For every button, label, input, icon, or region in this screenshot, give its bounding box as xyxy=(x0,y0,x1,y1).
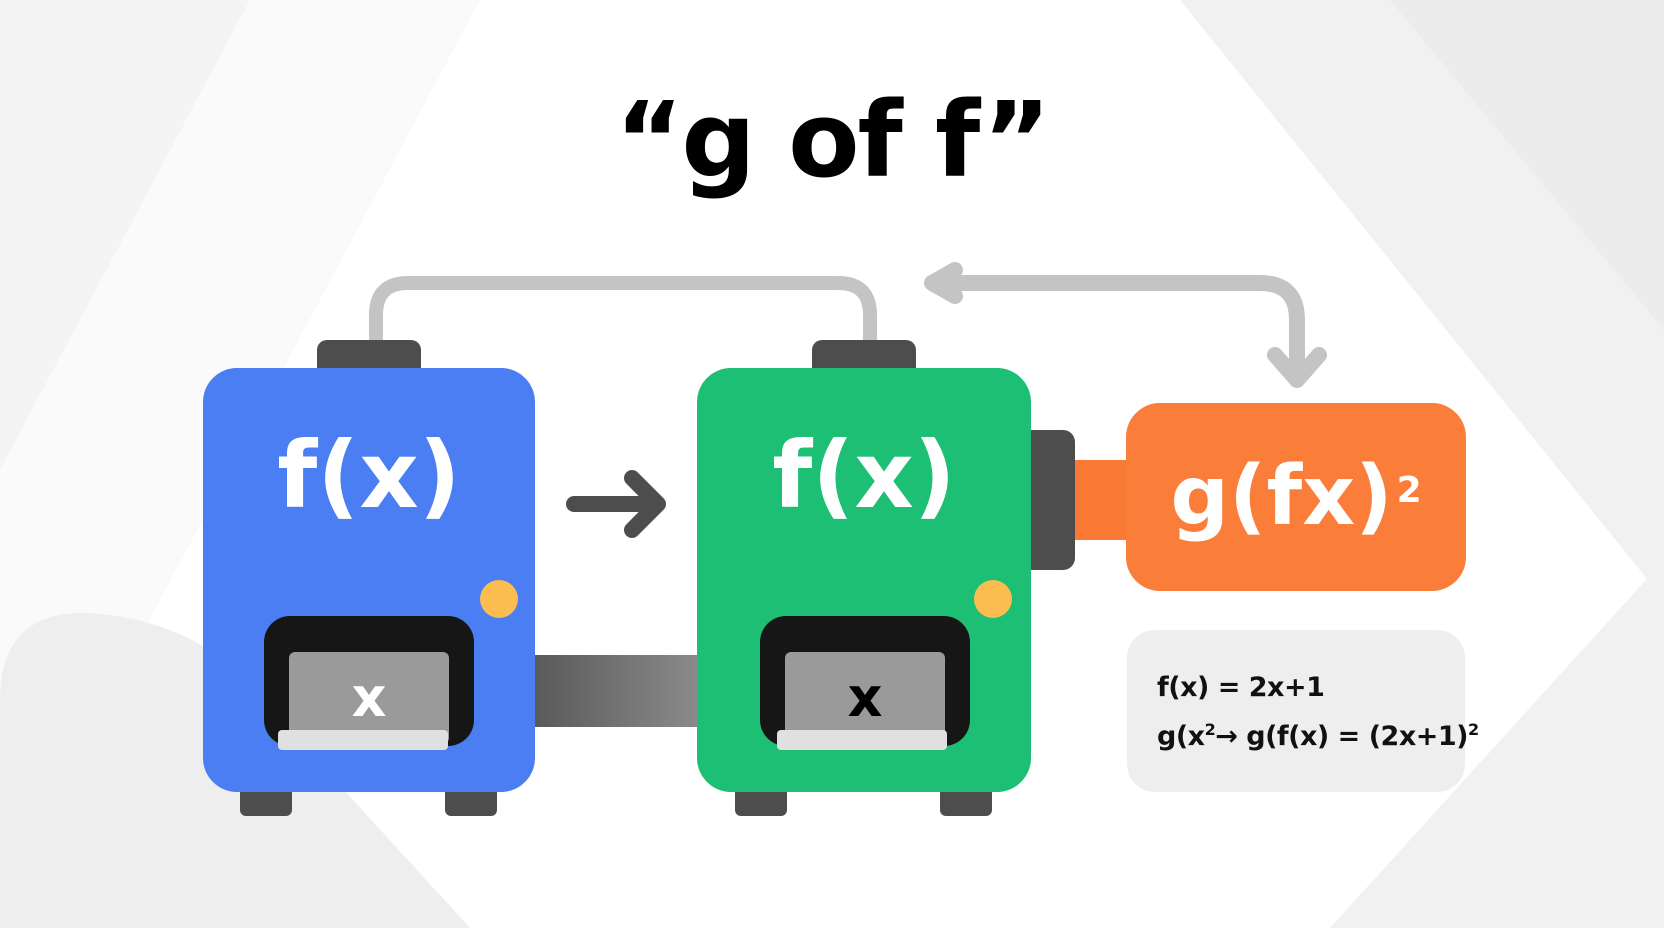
blue-machine-top-cap xyxy=(317,340,421,370)
input-tray: x xyxy=(289,652,449,744)
machine-label: f(x) xyxy=(277,422,461,529)
output-connector-cap xyxy=(1031,430,1075,570)
tray-lip xyxy=(777,730,947,750)
output-label: g(fx) xyxy=(1170,449,1393,544)
machine-f-first: f(x) x xyxy=(203,368,535,792)
input-label: x xyxy=(847,666,883,729)
green-machine-foot-right xyxy=(940,792,992,816)
top-connector-pipe xyxy=(369,276,877,347)
input-label: x xyxy=(351,666,387,729)
input-slot: x xyxy=(760,616,970,746)
machine-f-second: f(x) x xyxy=(697,368,1031,792)
input-slot: x xyxy=(264,616,474,746)
diagram-title: “g of f” xyxy=(615,79,1051,201)
green-machine-foot-left xyxy=(735,792,787,816)
machine-label: f(x) xyxy=(772,422,956,529)
formula-f: f(x) = 2x+1 xyxy=(1157,672,1325,703)
conveyor-belt xyxy=(535,655,697,727)
formula-part: → g(f(x) = (2x+1) xyxy=(1215,721,1468,752)
blue-machine-foot-right xyxy=(445,792,497,816)
formula-sup: 2 xyxy=(1467,720,1479,739)
formula-card: f(x) = 2x+1 g(x2→ g(f(x) = (2x+1)2 xyxy=(1127,630,1479,792)
right-arrow-icon xyxy=(566,470,666,538)
input-tray: x xyxy=(785,652,945,744)
blue-machine-foot-left xyxy=(240,792,292,816)
formula-sup: 2 xyxy=(1204,720,1216,739)
output-connector xyxy=(1075,460,1135,540)
green-machine-top-cap xyxy=(812,340,916,370)
indicator-light-icon xyxy=(974,580,1012,618)
return-arrow xyxy=(927,275,1305,383)
formula-g-of-f: g(x2→ g(f(x) = (2x+1)2 xyxy=(1157,720,1479,752)
output-box-g-of-f: g(fx)2 xyxy=(1126,403,1466,591)
indicator-light-icon xyxy=(480,580,518,618)
return-arrow-down-head xyxy=(1267,347,1327,388)
formula-part: g(x xyxy=(1157,721,1205,752)
tray-lip xyxy=(278,730,448,750)
return-arrow-left-head xyxy=(924,262,963,304)
output-superscript: 2 xyxy=(1396,470,1422,511)
